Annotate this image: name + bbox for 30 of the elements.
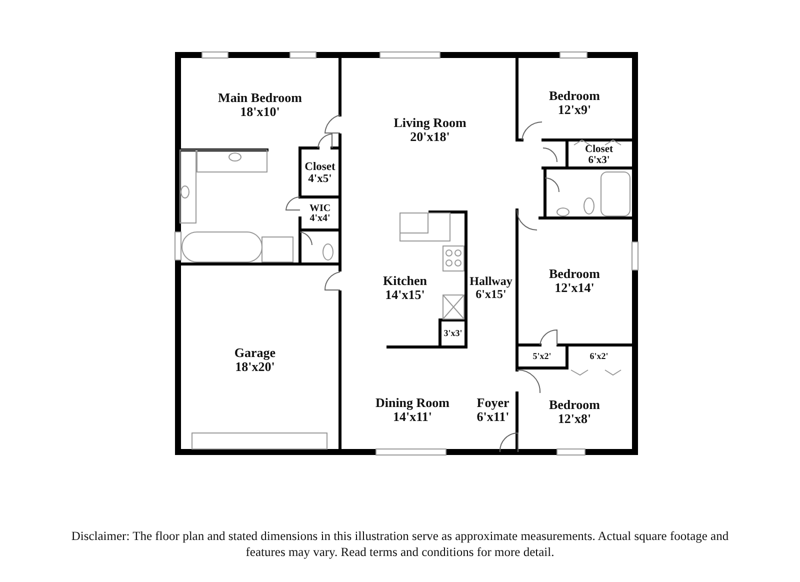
room-dimensions: 20'x18' bbox=[410, 130, 450, 144]
room-name: Main Bedroom bbox=[218, 91, 302, 105]
room-name: Living Room bbox=[394, 116, 466, 130]
disclaimer-text: Disclaimer: The floor plan and stated dimensions in this illustration serve as approximate measurements. Actual square footage and features may vary. Read terms and conditions for more detail. bbox=[70, 528, 730, 560]
room-name: Dining Room bbox=[375, 396, 450, 410]
room-name: Kitchen bbox=[382, 274, 428, 288]
room-dimensions: 6'x15' bbox=[476, 288, 506, 300]
room-name: Bedroom bbox=[548, 266, 600, 280]
room-dimensions: 12'x8' bbox=[558, 412, 592, 426]
room-name: Foyer bbox=[476, 396, 510, 410]
room-dimensions: 6'x2' bbox=[590, 352, 608, 362]
room-name: Hallway bbox=[470, 274, 512, 288]
room-name: Closet bbox=[585, 144, 613, 155]
room-dimensions: 5'x2' bbox=[532, 352, 552, 362]
room-dimensions: 3'x3' bbox=[444, 329, 462, 339]
room-dimensions: 4'x4' bbox=[310, 214, 330, 224]
room-name: WIC bbox=[309, 204, 331, 214]
room-name: Closet bbox=[304, 160, 336, 173]
room-dimensions: 6'x3' bbox=[588, 155, 610, 166]
room-dimensions: 4'x5' bbox=[308, 173, 332, 186]
room-dimensions: 18'x20' bbox=[235, 360, 275, 374]
room-name: Bedroom bbox=[548, 398, 600, 412]
room-dimensions: 12'x14' bbox=[554, 280, 594, 294]
room-name: Garage bbox=[234, 346, 276, 360]
room-dimensions: 6'x11' bbox=[476, 410, 510, 424]
room-dimensions: 14'x15' bbox=[385, 288, 425, 302]
room-name: Bedroom bbox=[548, 88, 600, 102]
room-dimensions: 18'x10' bbox=[240, 105, 280, 119]
room-dimensions: 14'x11' bbox=[392, 410, 432, 424]
room-dimensions: 12'x9' bbox=[558, 102, 592, 116]
